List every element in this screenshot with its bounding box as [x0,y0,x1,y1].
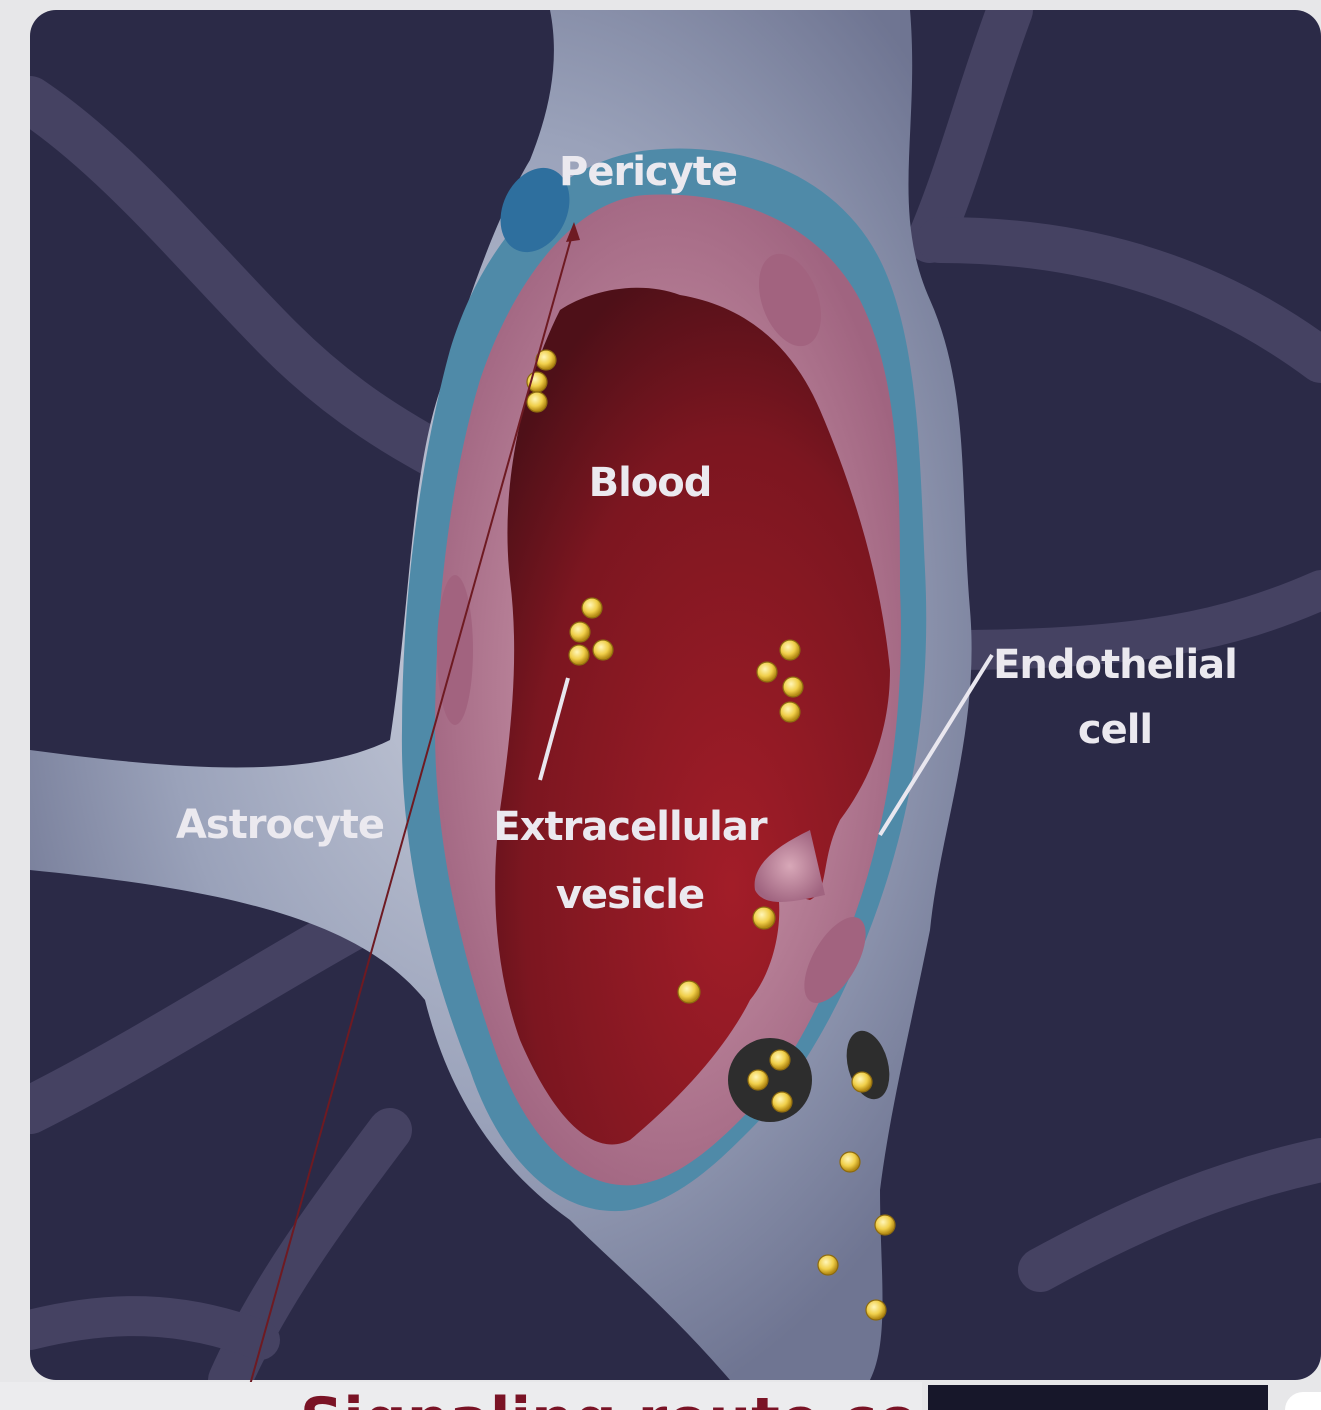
vesicle-label-line1: Extracellular [493,804,767,850]
endothelial-label-line2: cell [1078,707,1152,753]
vesicle-label-line2: vesicle [556,872,704,918]
corner-mark [1285,1392,1321,1410]
endothelial-label-line1: Endothelial [993,642,1237,688]
caption-text: Signaling route control [300,1390,922,1410]
astrocyte-label: Astrocyte [176,802,384,848]
bbb-diagram: Pericyte Blood Astrocyte Extracellular v… [30,10,1321,1380]
pericyte-label: Pericyte [559,149,737,195]
caption-bar: Signaling route control [0,1382,922,1410]
bottom-dark-strip [928,1385,1268,1410]
blood-label: Blood [589,460,712,506]
